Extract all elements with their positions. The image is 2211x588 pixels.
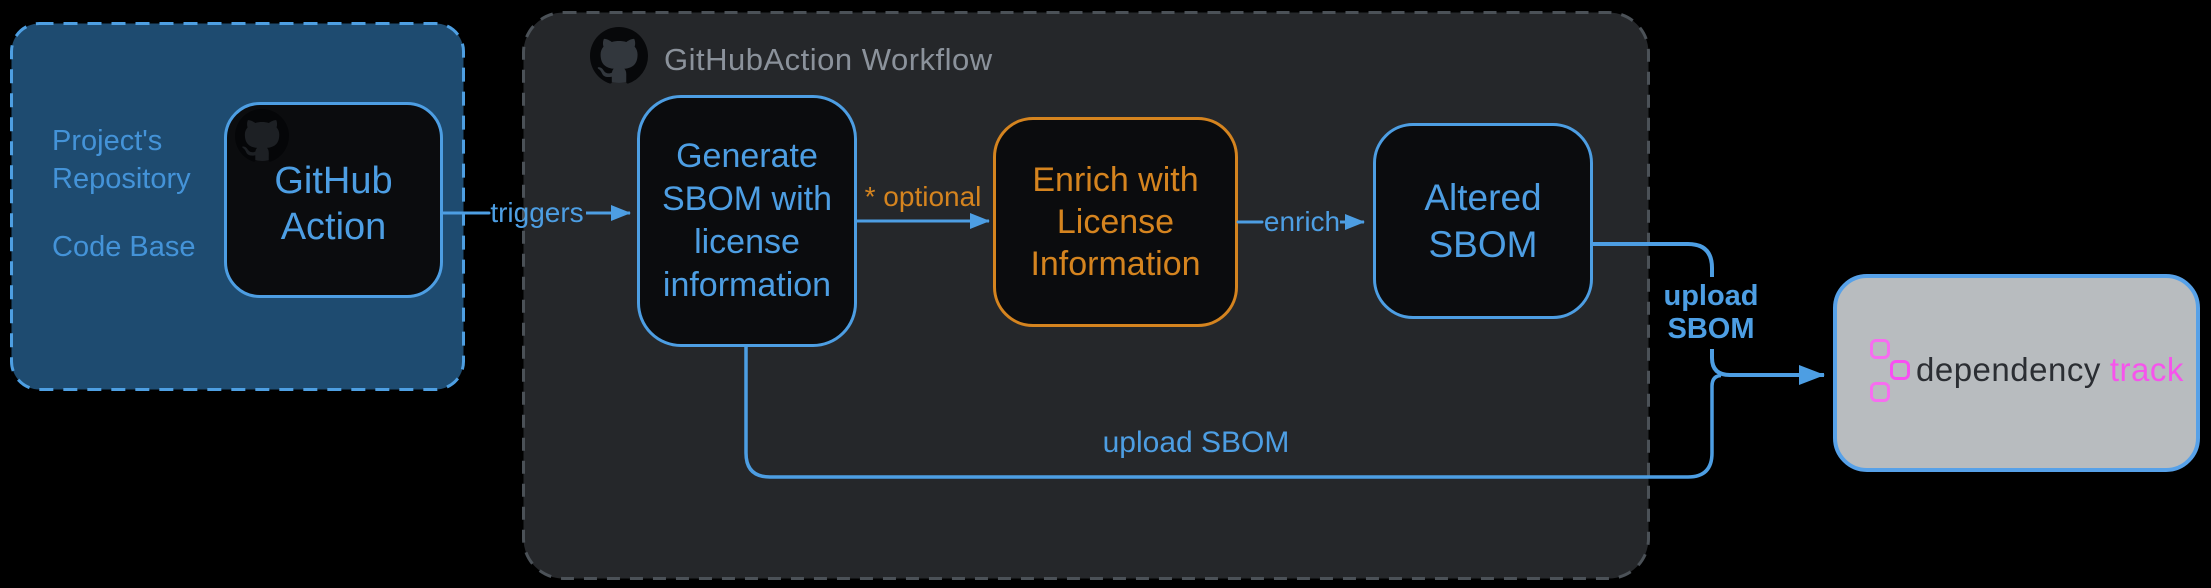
workflow-title: GitHubAction Workflow (664, 42, 993, 77)
github-action-label: GitHub Action (274, 160, 393, 248)
generate-sbom-label: Generate SBOM with license information (661, 137, 833, 304)
upload-sbom-bottom-label: upload SBOM (1102, 426, 1290, 459)
wordmark-track: track (2109, 351, 2184, 388)
github-icon (590, 27, 648, 84)
enrich-license-label: Enrich with License Information (1030, 161, 1201, 283)
generate-sbom-node: Generate SBOM with license information (637, 95, 857, 347)
altered-sbom-label: Altered SBOM (1424, 177, 1542, 265)
triggers-label: triggers (490, 197, 584, 228)
optional-label: * optional (864, 181, 982, 212)
upload-sbom-side-label: upload SBOM (1655, 277, 1767, 349)
wordmark-dependency: dependency (1916, 351, 2101, 388)
enrich-license-node: Enrich with License Information (993, 117, 1238, 327)
codebase-label: Code Base (52, 231, 196, 263)
enrich-label: enrich (1263, 206, 1341, 237)
repository-label: Project's Repository (52, 125, 191, 195)
altered-sbom-node: Altered SBOM (1373, 123, 1593, 319)
github-icon (235, 109, 289, 162)
